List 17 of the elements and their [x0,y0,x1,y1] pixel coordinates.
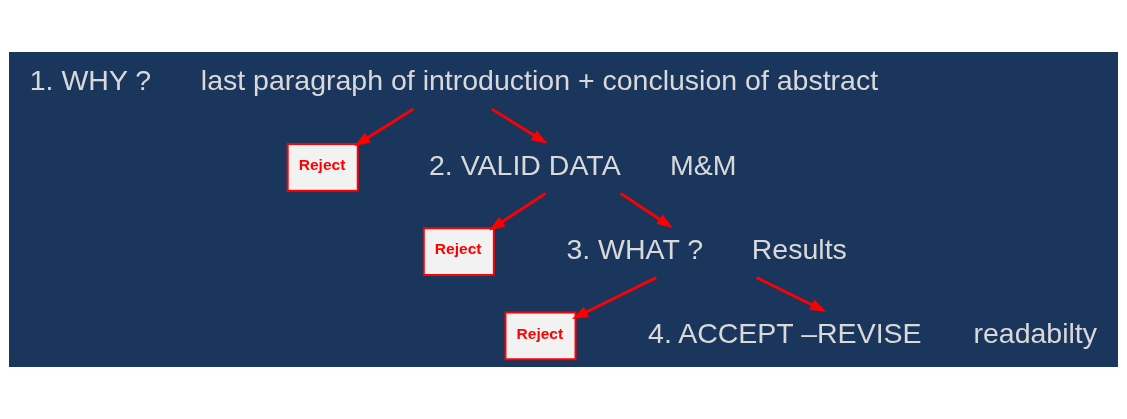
node-text: 2. VALID DATA [429,148,621,181]
node-label: M&M [670,148,737,181]
arrow [488,192,547,231]
arrow [571,276,657,320]
arrow [354,107,414,147]
node-box: Reject [422,227,495,276]
node-label: readabilty [973,317,1098,350]
arrow [619,192,673,229]
node-label: last paragraph of introduction + conclusion of abstract [200,64,879,97]
node-box: Reject [286,143,359,192]
arrow [491,107,548,144]
node-label: Results [751,232,847,265]
node-text: 1. WHY ? [29,64,152,97]
node-text: 3. WHAT ? [566,232,704,265]
arrow [756,276,827,312]
node-text: 4. ACCEPT –REVISE [648,317,922,350]
node-box: Reject [504,311,577,361]
